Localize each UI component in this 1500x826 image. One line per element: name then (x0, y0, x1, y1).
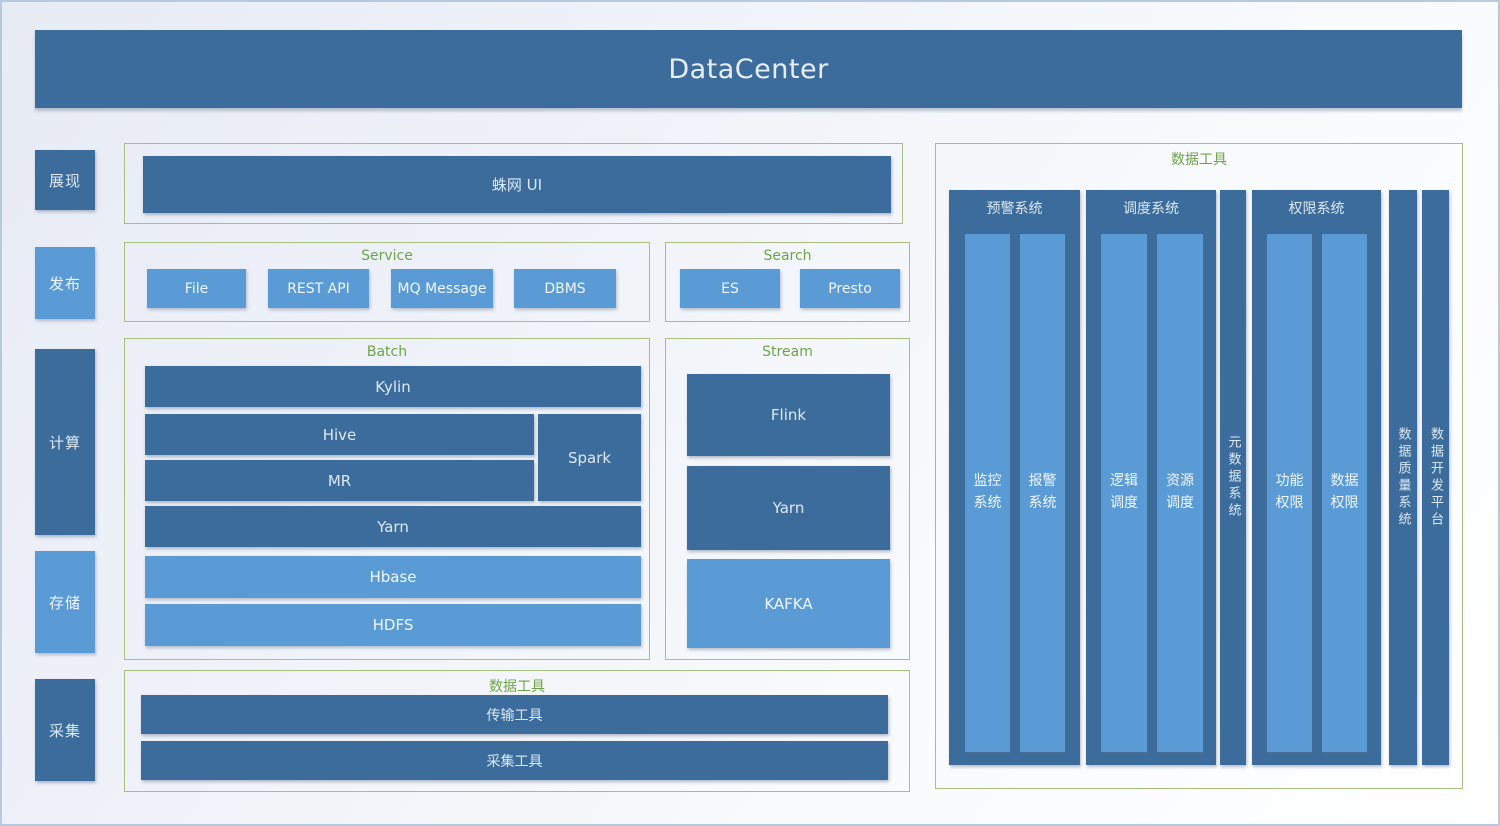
block-label: Hbase (369, 568, 417, 586)
alarm-system-column: 报警系统 (1020, 234, 1065, 752)
column-label: 功能权限 (1275, 473, 1304, 511)
stream-section: Stream Flink Yarn KAFKA (665, 338, 910, 660)
column-label: 资源调度 (1166, 473, 1194, 511)
search-block-presto: Presto (800, 269, 900, 308)
batch-block-hive: Hive (145, 414, 534, 455)
block-label: 传输工具 (486, 707, 543, 724)
column-label: 监控系统 (973, 473, 1002, 511)
batch-section: Batch Kylin Hive MR Spark Yarn Hbase HDF… (124, 338, 650, 660)
alert-system-title: 预警系统 (986, 201, 1043, 217)
service-section: Service File REST API MQ Message DBMS (124, 242, 650, 322)
metadata-system-pillar: 元数据系统 (1220, 190, 1246, 765)
transfer-tool-block: 传输工具 (141, 695, 888, 734)
spiderweb-ui-label: 蛛网 UI (491, 176, 543, 194)
spiderweb-ui-section: 蛛网 UI (124, 143, 903, 224)
pillar-label: 数据质量系统 (1395, 426, 1411, 529)
block-label: MQ Message (397, 280, 487, 297)
search-title: Search (763, 248, 812, 264)
schedule-system-group: 调度系统 逻辑调度 资源调度 (1086, 190, 1216, 765)
schedule-system-title: 调度系统 (1123, 201, 1179, 217)
block-label: ES (721, 280, 739, 297)
sidebar-label: 发布 (48, 274, 81, 293)
block-label: Presto (828, 280, 872, 297)
block-label: DBMS (544, 280, 586, 297)
right-tools-panel: 数据工具 预警系统 监控系统 报警系统 调度系统 逻辑调度 资源调度 元数据系统 (935, 143, 1463, 789)
search-block-es: ES (680, 269, 780, 308)
sidebar-item-collect: 采集 (35, 679, 95, 781)
search-section: Search ES Presto (665, 242, 910, 322)
block-label: Hive (322, 425, 357, 444)
batch-title: Batch (366, 344, 408, 360)
sidebar-label: 计算 (48, 433, 81, 452)
permission-system-group: 权限系统 功能权限 数据权限 (1252, 190, 1381, 765)
batch-block-spark: Spark (538, 414, 641, 501)
batch-block-hbase: Hbase (145, 556, 641, 598)
stream-title: Stream (762, 344, 813, 360)
banner-title: DataCenter (668, 53, 829, 85)
service-block-mq-message: MQ Message (391, 269, 493, 308)
right-tools-title: 数据工具 (1171, 152, 1227, 168)
block-label: HDFS (372, 616, 414, 634)
sidebar-item-publish: 发布 (35, 247, 95, 319)
stream-block-yarn: Yarn (687, 466, 890, 550)
block-label: 采集工具 (486, 753, 543, 770)
spiderweb-ui-block: 蛛网 UI (143, 156, 891, 213)
collect-tool-block: 采集工具 (141, 741, 888, 780)
monitor-system-column: 监控系统 (965, 234, 1010, 752)
batch-block-yarn: Yarn (145, 506, 641, 547)
sidebar-item-storage: 存储 (35, 551, 95, 653)
data-quality-pillar: 数据质量系统 (1389, 190, 1417, 765)
pillar-label: 数据开发平台 (1428, 426, 1443, 529)
alert-system-group: 预警系统 监控系统 报警系统 (949, 190, 1080, 765)
data-dev-platform-pillar: 数据开发平台 (1422, 190, 1449, 765)
block-label: MR (327, 471, 352, 490)
column-label: 数据权限 (1330, 473, 1359, 511)
service-title: Service (361, 248, 413, 264)
sidebar-label: 采集 (48, 721, 81, 740)
service-block-file: File (147, 269, 246, 308)
title-banner: DataCenter (35, 30, 1462, 108)
batch-block-mr: MR (145, 460, 534, 501)
column-label: 逻辑调度 (1110, 473, 1138, 511)
permission-system-title: 权限系统 (1288, 201, 1345, 217)
bottom-tools-section: 数据工具 传输工具 采集工具 (124, 670, 910, 792)
sidebar-label: 展现 (48, 171, 81, 190)
block-label: File (184, 280, 209, 297)
batch-block-hdfs: HDFS (145, 604, 641, 646)
block-label: KAFKA (764, 594, 813, 613)
stream-block-flink: Flink (687, 374, 890, 456)
batch-block-kylin: Kylin (145, 366, 641, 407)
block-label: Spark (567, 448, 612, 467)
block-label: Kylin (375, 377, 411, 396)
stream-block-kafka: KAFKA (687, 559, 890, 648)
bottom-tools-title: 数据工具 (489, 679, 545, 695)
block-label: Yarn (772, 499, 805, 517)
data-permission-column: 数据权限 (1322, 234, 1367, 752)
sidebar-item-compute: 计算 (35, 349, 95, 535)
service-block-dbms: DBMS (514, 269, 616, 308)
block-label: Yarn (377, 517, 409, 536)
sidebar-item-display: 展现 (35, 150, 95, 210)
block-label: REST API (287, 280, 350, 297)
resource-schedule-column: 资源调度 (1157, 234, 1203, 752)
service-block-rest-api: REST API (268, 269, 369, 308)
block-label: Flink (770, 406, 807, 424)
function-permission-column: 功能权限 (1267, 234, 1312, 752)
sidebar-label: 存储 (48, 593, 81, 612)
column-label: 报警系统 (1028, 473, 1057, 511)
logic-schedule-column: 逻辑调度 (1101, 234, 1147, 752)
pillar-label: 元数据系统 (1225, 435, 1241, 520)
